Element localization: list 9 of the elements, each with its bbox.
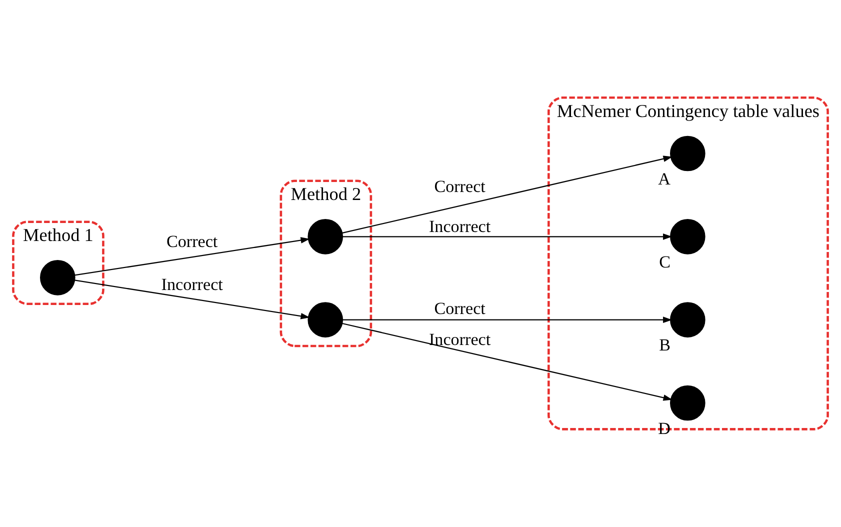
edge-label: Correct	[434, 176, 486, 196]
edge-label: Correct	[166, 231, 218, 250]
edge-label: Correct	[434, 298, 486, 318]
edge-label: Incorrect	[428, 216, 491, 236]
node-label: C	[659, 252, 671, 271]
edge-label: Incorrect	[428, 329, 491, 348]
node-label: B	[659, 335, 671, 354]
edge-label: Incorrect	[161, 274, 223, 294]
node-label: A	[658, 168, 670, 188]
